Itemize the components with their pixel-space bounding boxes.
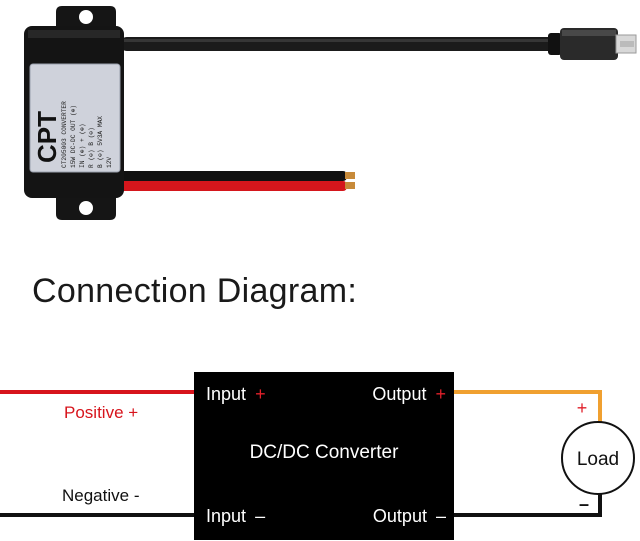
input-minus-sign: – (255, 506, 265, 526)
product-photo: CPT CT205003 CONVERTER 15W DC-DC OUT (⊕)… (24, 6, 637, 220)
label-line: 12V (106, 157, 113, 168)
label-line: CT205003 CONVERTER (61, 101, 68, 168)
connection-diagram: Load + – Positive + Negative - Input + O… (0, 372, 635, 540)
output-minus-label: Output (373, 506, 427, 526)
input-wires (115, 171, 355, 191)
input-plus-terminal: Input + (206, 384, 266, 404)
mounting-ears (56, 6, 116, 220)
micro-usb-connector (548, 28, 637, 60)
load-plus-sign: + (577, 398, 588, 418)
converter-title: DC/DC Converter (250, 442, 400, 463)
input-plus-label: Input (206, 384, 246, 404)
output-plus-label: Output (372, 384, 426, 404)
output-negative-wire (452, 490, 602, 517)
output-minus-sign: – (436, 506, 446, 526)
label-line: R (⊖) B (⊖) (88, 127, 95, 168)
diagram-heading: Connection Diagram: (32, 272, 358, 310)
input-minus-label: Input (206, 506, 246, 526)
positive-label: Positive + (64, 403, 138, 422)
negative-label: Negative - (62, 486, 139, 505)
module-label (29, 63, 121, 173)
label-line: 15W DC-DC OUT (⊕) (70, 105, 77, 168)
label-line: B (⊖) 5V3A MAX (97, 116, 104, 168)
input-minus-terminal: Input – (206, 506, 265, 526)
load-label: Load (577, 449, 619, 470)
load-circle (561, 421, 635, 495)
output-minus-terminal: Output – (373, 506, 446, 526)
label-brand: CPT (32, 111, 62, 163)
output-positive-wire (452, 390, 602, 424)
output-plus-terminal: Output + (372, 384, 446, 404)
label-line: IN (⊕) + (⊕) (79, 123, 86, 168)
load-minus-sign: – (579, 494, 589, 514)
converter-box (194, 372, 454, 540)
input-plus-sign: + (255, 384, 266, 404)
label-fine-print: CT205003 CONVERTER 15W DC-DC OUT (⊕) IN … (61, 101, 113, 168)
output-plus-sign: + (435, 384, 446, 404)
